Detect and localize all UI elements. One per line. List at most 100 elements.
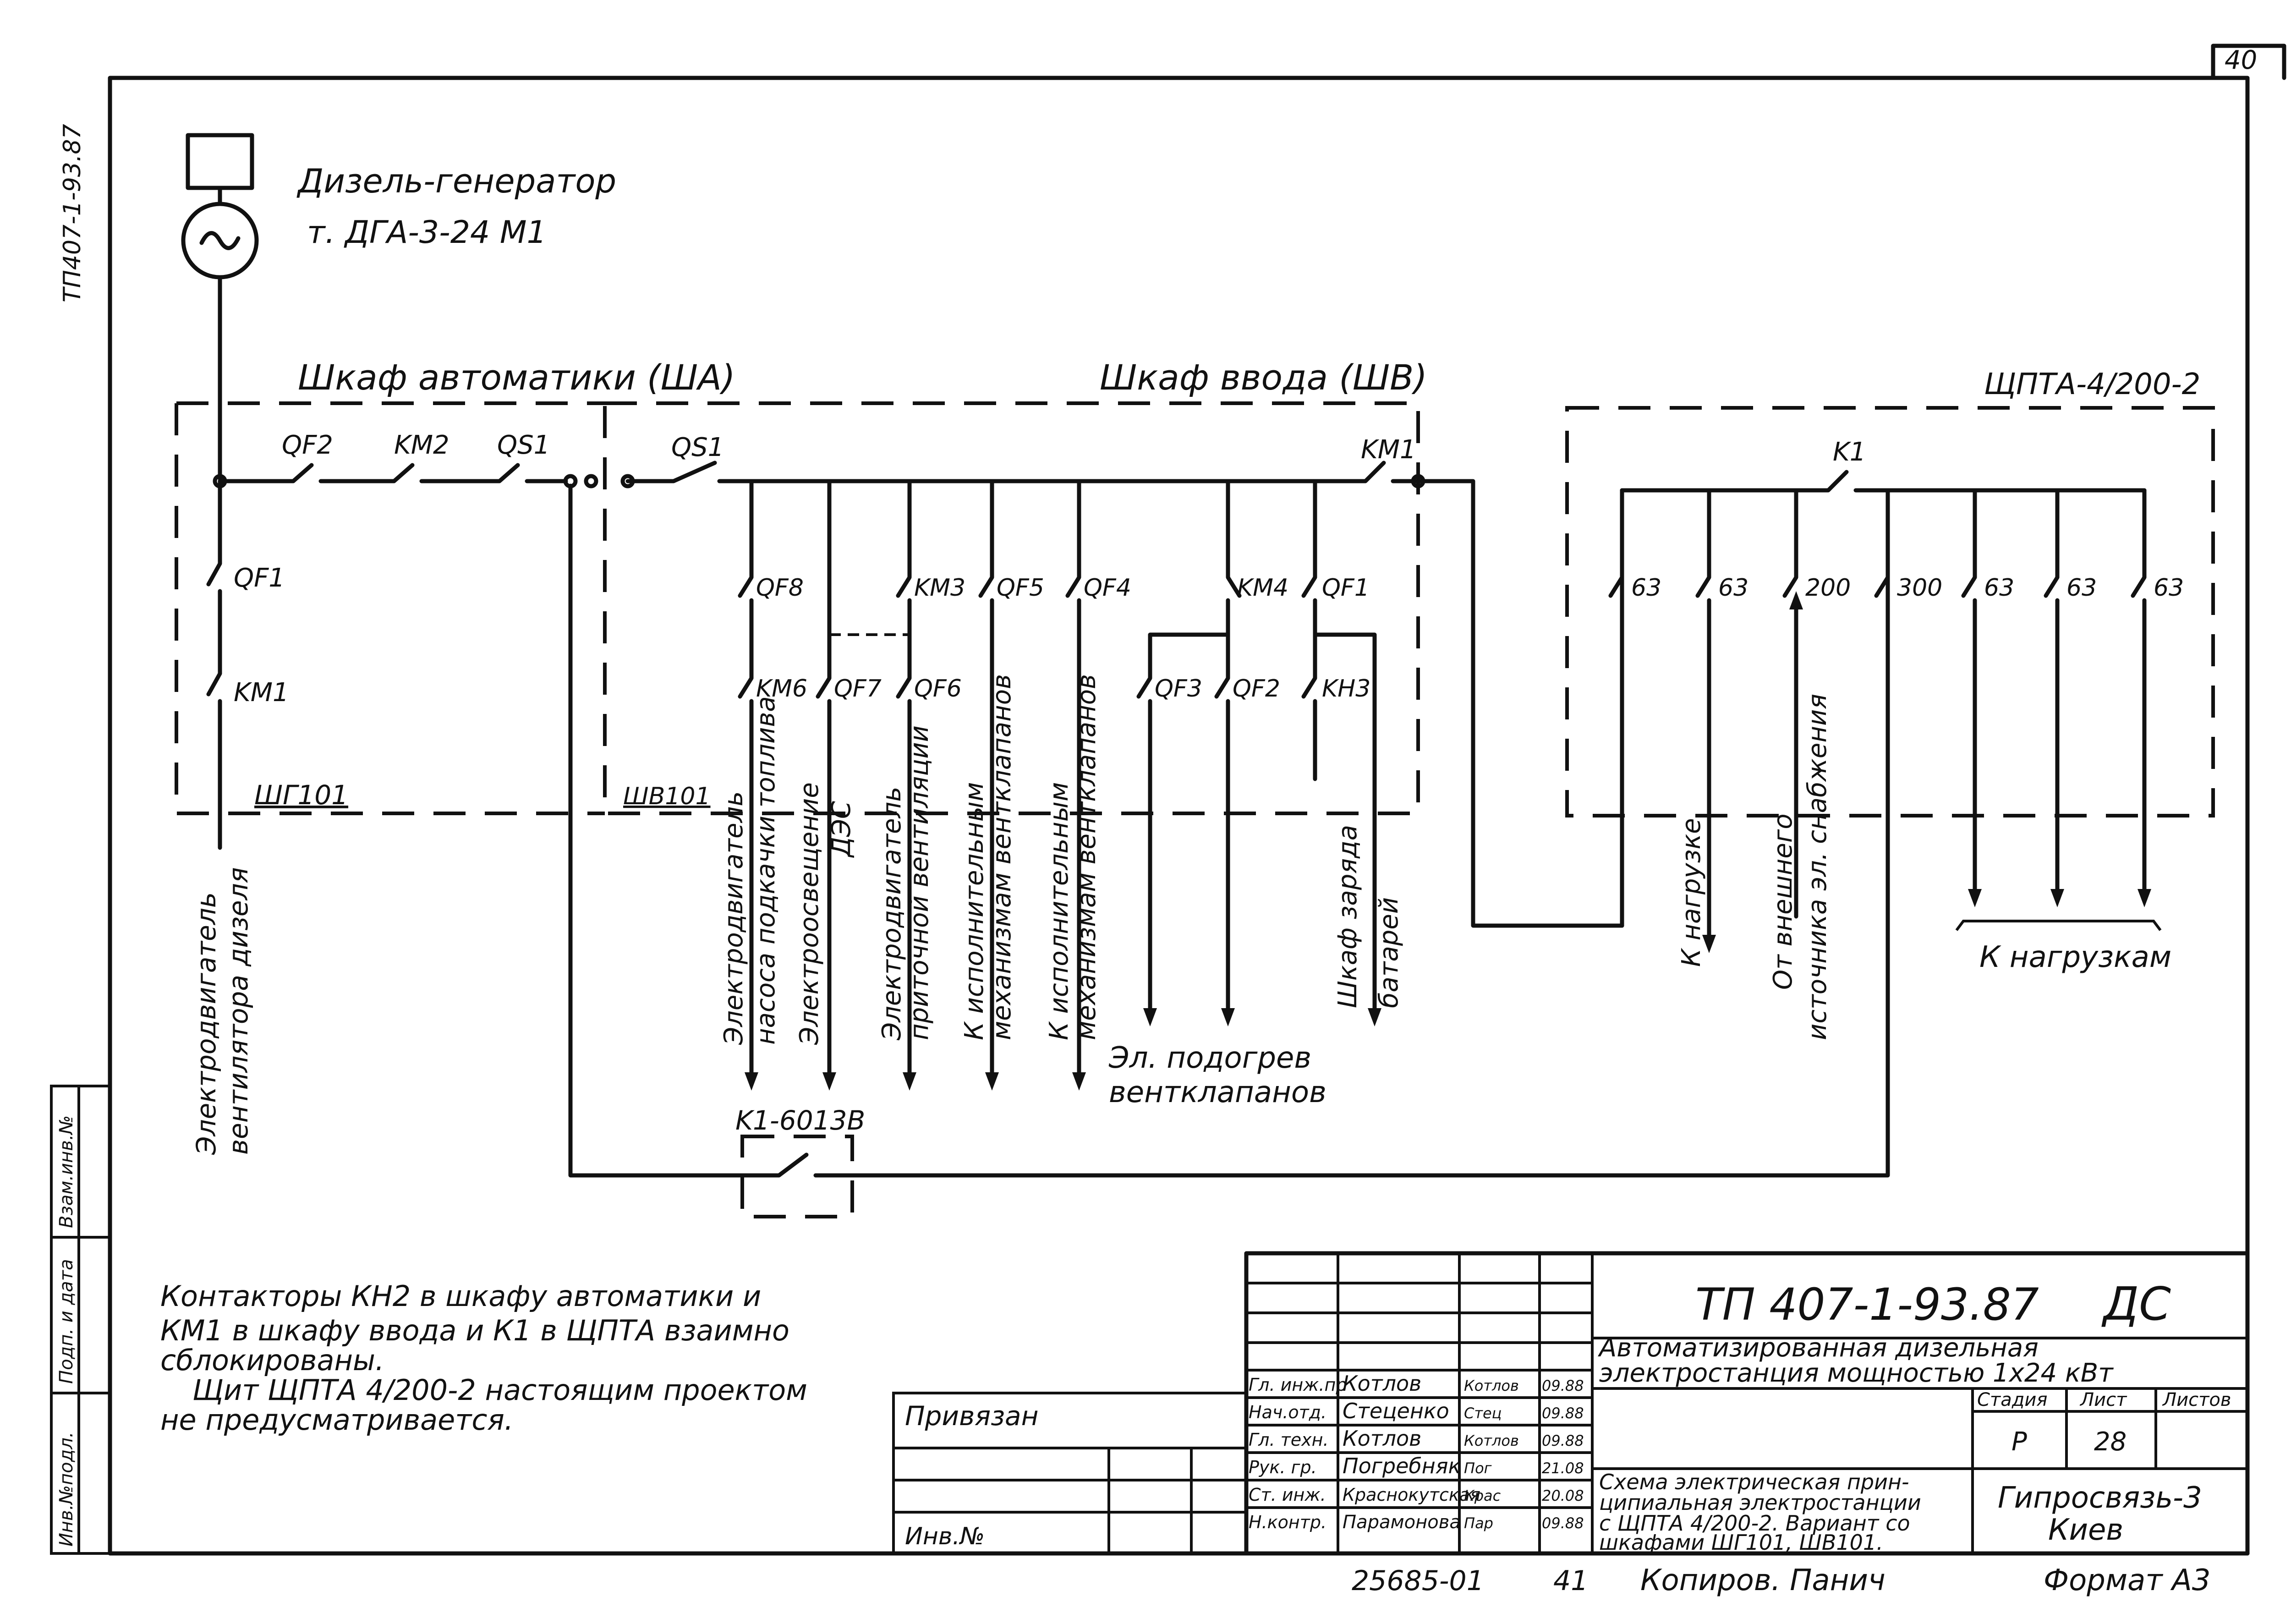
- relay-k1: K1-6013В: [735, 1105, 865, 1218]
- person-5-role: Ст. инж.: [1249, 1485, 1326, 1505]
- sheets-header: Листов: [2162, 1389, 2231, 1410]
- stamp-replace-inv: Взам.инв.№: [56, 1115, 77, 1228]
- note-line-1: Контакторы КН2 в шкафу автоматики и: [160, 1279, 761, 1313]
- cabinet-sha-id: ШГ101: [254, 779, 348, 811]
- km6-label: KM6: [756, 675, 807, 702]
- vent-motor-l2: приточной вентиляции: [904, 725, 934, 1040]
- person-1-sign: Котлов: [1464, 1377, 1519, 1394]
- cabinet-shv: Шкаф ввода (ШВ) ШВ101: [603, 357, 1427, 815]
- generator-label: Дизель-генератор: [296, 162, 616, 200]
- generator-type: т. ДГА-3-24 М1: [307, 214, 547, 251]
- qf4-label: QF4: [1084, 574, 1131, 602]
- sha-qs1-label: QS1: [497, 430, 550, 460]
- side-code: ТП407-1-93.87: [59, 124, 86, 302]
- side-stamp: Взам.инв.№ Подп. и дата Инв.№подл.: [50, 1085, 111, 1555]
- person-5-sign: Крас: [1464, 1487, 1501, 1504]
- title-block: ТП 407-1-93.87 ДС Автоматизированная диз…: [1244, 1251, 2250, 1556]
- person-2-date: 09.88: [1542, 1405, 1584, 1422]
- breaker-7-rating: 63: [2154, 574, 2184, 602]
- charge-l2: батарей: [1374, 897, 1404, 1008]
- shv-qs1-label: QS1: [671, 433, 724, 462]
- stamp-sign-date: Подп. и дата: [56, 1259, 77, 1384]
- footer-number: 25685-01: [1352, 1565, 1484, 1597]
- sha-km2-label: KM2: [394, 430, 449, 460]
- doc-code: ТП 407-1-93.87: [1695, 1279, 2039, 1330]
- diesel-generator: Дизель-генератор т. ДГА-3-24 М1: [181, 133, 616, 280]
- person-6-sign: Пар: [1464, 1514, 1493, 1532]
- charge-l1: Шкаф заряда: [1333, 825, 1363, 1008]
- valve1-l2: механизмам вентклапанов: [987, 674, 1017, 1040]
- valve2-l1: К исполнительным: [1044, 782, 1074, 1040]
- page-number: 40: [2225, 45, 2257, 75]
- note-line-4: Щит ЩПТА 4/200-2 настоящим проектом: [192, 1373, 807, 1407]
- cabinet-sha: Шкаф автоматики (ША) ШГ101: [175, 357, 735, 815]
- footer-copy: Копиров. Панич: [1640, 1564, 1885, 1597]
- desc-line-4: шкафами ШГ101, ШВ101.: [1599, 1530, 1883, 1555]
- binding-inv: Инв.№: [905, 1523, 985, 1550]
- note-line-2: КМ1 в шкафу ввода и К1 в ЩПТА взаимно: [160, 1314, 789, 1347]
- external-l2: источника эл. снабжения: [1803, 694, 1832, 1040]
- project-line-1: Автоматизированная дизельная: [1598, 1333, 2039, 1363]
- lighting-l2: ДЭС: [827, 801, 856, 858]
- footer: 25685-01 41 Копиров. Панич Формат А3: [1352, 1564, 2211, 1597]
- person-6-date: 09.88: [1542, 1514, 1584, 1532]
- fuel-pump-l2: насоса подкачки топлива: [751, 696, 781, 1045]
- sheet-value: 28: [2094, 1427, 2127, 1457]
- breaker-5-rating: 63: [1984, 574, 2014, 602]
- shchpta-wiring: K1 63 63 200 300 63 63 63 К нагрузкам: [1608, 437, 2184, 974]
- person-4-sign: Пог: [1464, 1459, 1492, 1477]
- kh3-label: KH3: [1322, 675, 1370, 702]
- shv-km1-label: KM1: [1361, 435, 1416, 465]
- cabinet-shv-id: ШВ101: [623, 783, 711, 810]
- person-2-role: Нач.отд.: [1249, 1402, 1326, 1422]
- note-line-5: не предусматривается.: [160, 1403, 514, 1437]
- binding-label: Привязан: [905, 1400, 1039, 1432]
- person-1-role: Гл. инж.пр: [1249, 1375, 1347, 1395]
- cabinet-shchpta-title: ЩПТА-4/200-2: [1984, 368, 2200, 401]
- sha-km1-label: KM1: [234, 678, 289, 708]
- doc-mark: ДС: [2101, 1277, 2171, 1331]
- desc-line-3: с ЩПТА 4/200-2. Вариант со: [1599, 1511, 1910, 1536]
- qf8-label: QF8: [756, 574, 804, 602]
- fuel-pump-l1: Электродвигатель: [719, 791, 749, 1045]
- sha-wiring: QF2 KM2 QS1 QF1 KM1: [206, 275, 1890, 1178]
- note-line-3: сблокированы.: [160, 1344, 384, 1377]
- qf6-label: QF6: [914, 675, 962, 702]
- person-5-name: Краснокутская: [1343, 1485, 1480, 1505]
- person-3-date: 09.88: [1542, 1432, 1584, 1449]
- project-line-2: электростанция мощностью 1х24 кВт: [1599, 1358, 2114, 1388]
- sha-qf2-label: QF2: [282, 430, 333, 460]
- stage-value: Р: [2011, 1427, 2027, 1457]
- heating-l1: Эл. подогрев: [1108, 1041, 1311, 1075]
- breaker-3-rating: 200: [1805, 574, 1851, 602]
- person-2-name: Стеценко: [1343, 1399, 1449, 1423]
- qf2-label: QF2: [1233, 675, 1280, 702]
- qf1-label: QF1: [1322, 574, 1370, 602]
- to-load-label: К нагрузке: [1677, 818, 1706, 967]
- person-3-sign: Котлов: [1464, 1432, 1519, 1449]
- lighting-l1: Электроосвещение: [795, 782, 824, 1045]
- breaker-1-rating: 63: [1631, 574, 1661, 602]
- person-4-name: Погребняк: [1343, 1454, 1461, 1478]
- cabinet-sha-title: Шкаф автоматики (ША): [298, 357, 735, 398]
- binding-block: Привязан Инв.№: [892, 1392, 1248, 1555]
- person-1-name: Котлов: [1343, 1371, 1421, 1396]
- fan-motor-l1: Электродвигатель: [191, 892, 222, 1155]
- heating-l2: вентклапанов: [1109, 1075, 1326, 1109]
- stamp-inv-original: Инв.№подл.: [56, 1432, 77, 1547]
- cabinet-shchpta: ЩПТА-4/200-2: [1565, 368, 2215, 817]
- org-line-2: Киев: [2048, 1513, 2123, 1547]
- person-5-date: 20.08: [1542, 1487, 1584, 1504]
- person-4-role: Рук. гр.: [1249, 1457, 1317, 1477]
- desc-line-2: ципиальная электростанции: [1599, 1490, 1921, 1515]
- qf3-label: QF3: [1155, 675, 1202, 702]
- person-3-role: Гл. техн.: [1249, 1430, 1329, 1450]
- cabinet-shv-title: Шкаф ввода (ШВ): [1100, 357, 1427, 398]
- valve2-l2: механизмам вентклапанов: [1072, 674, 1102, 1040]
- qf7-label: QF7: [834, 675, 882, 702]
- vent-motor-l1: Электродвигатель: [877, 787, 907, 1041]
- desc-line-1: Схема электрическая прин-: [1599, 1470, 1909, 1494]
- breaker-2-rating: 63: [1718, 574, 1748, 602]
- external-l1: От внешнего: [1768, 813, 1798, 990]
